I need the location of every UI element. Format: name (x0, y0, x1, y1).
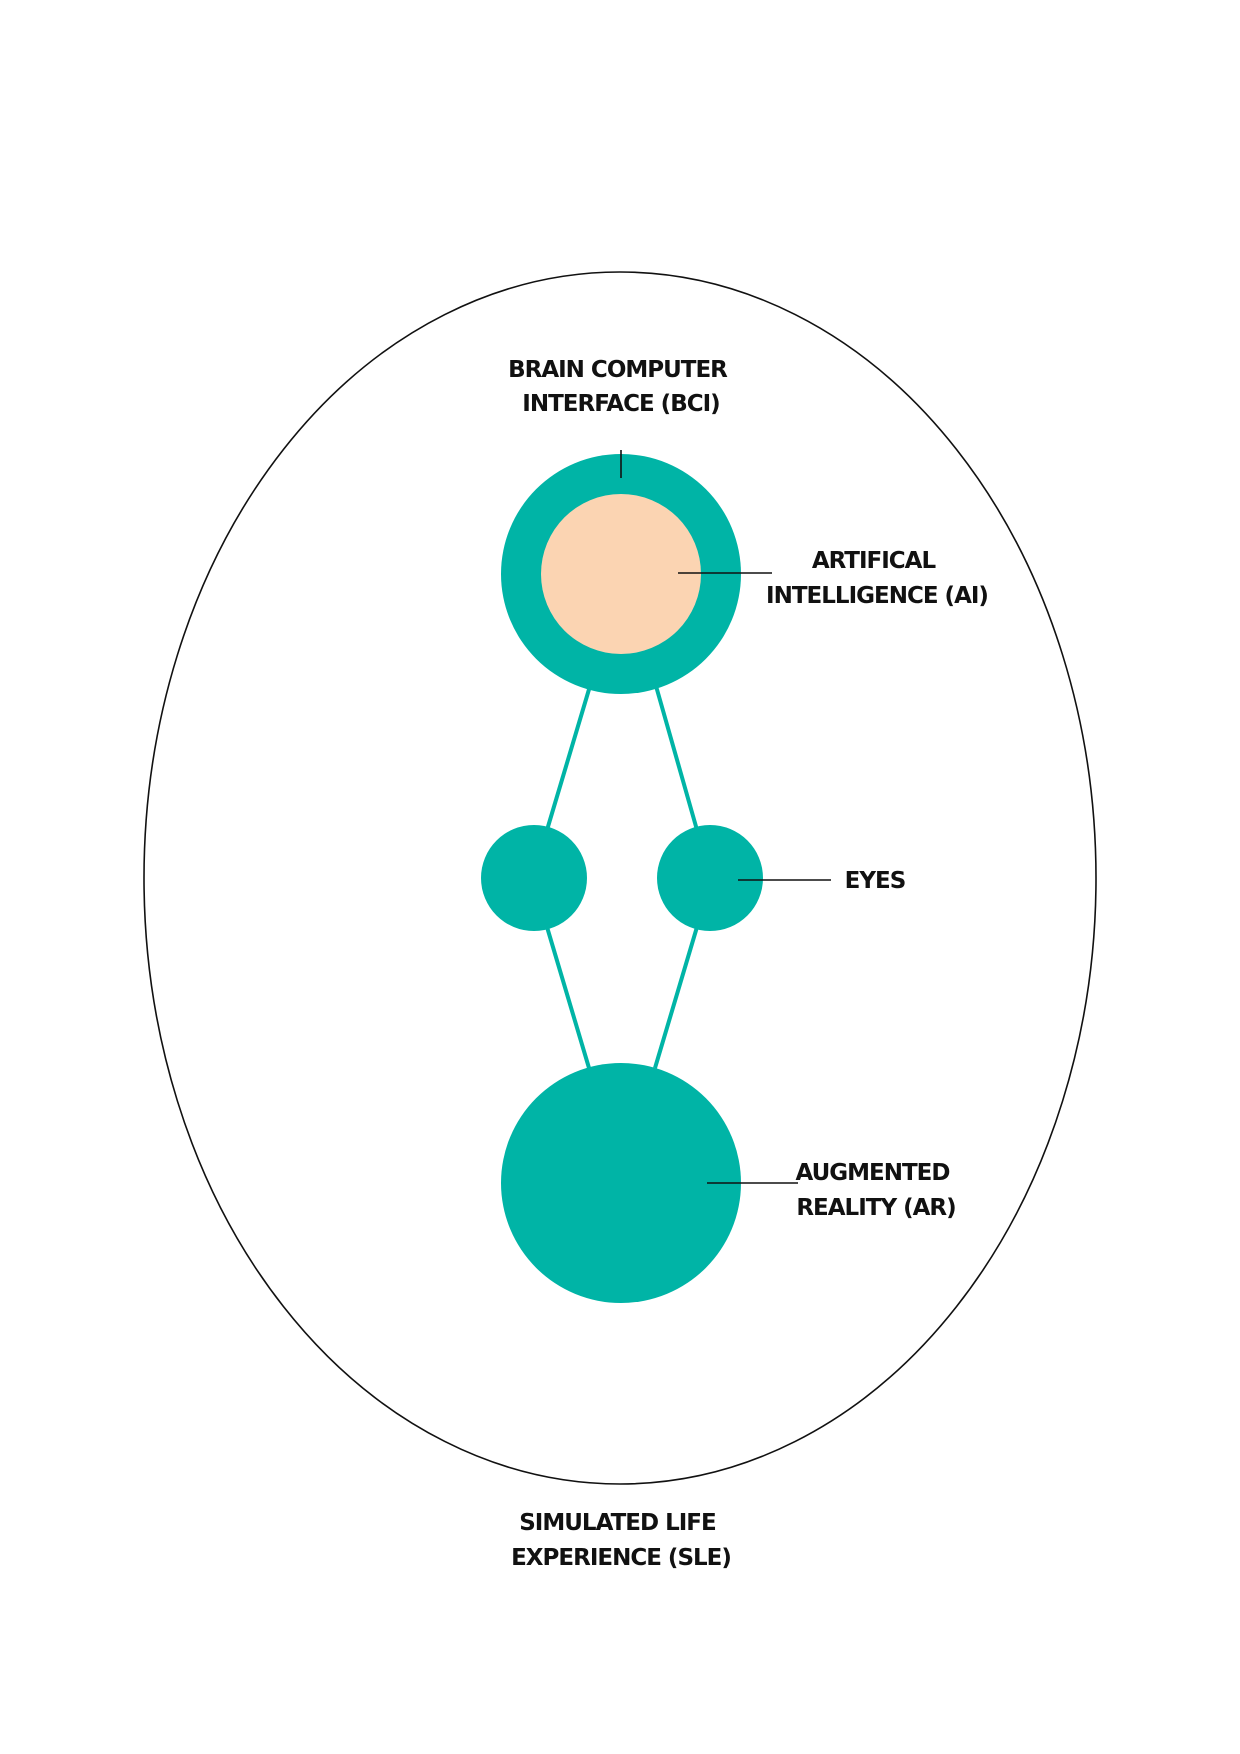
ai-label-line2: INTELLIGENCE (AI) (766, 583, 988, 609)
ai-label: ARTIFICAL INTELLIGENCE (AI) (766, 548, 988, 609)
connector-bci-right-eye (654, 685, 699, 831)
eyes-label: EYES (845, 868, 906, 894)
bci-label-line1: BRAIN COMPUTER (508, 357, 728, 383)
bci-label-line2: INTERFACE (BCI) (522, 391, 719, 417)
sle-label-line2: EXPERIENCE (SLE) (511, 1545, 731, 1571)
connector-left-eye-ar (545, 926, 591, 1069)
connector-right-eye-ar (653, 926, 699, 1069)
sle-outline (143, 271, 1097, 1485)
ar-circle (501, 1063, 741, 1303)
connector-bci-left-eye (545, 685, 592, 831)
eye-left (481, 825, 587, 931)
sle-label-line1: SIMULATED LIFE (519, 1510, 716, 1536)
ar-label-line1: AUGMENTED (795, 1160, 949, 1186)
eye-right (657, 825, 763, 931)
eyes-label-line1: EYES (845, 868, 906, 894)
ar-label-line2: REALITY (AR) (796, 1195, 955, 1221)
ai-label-line1: ARTIFICAL (812, 548, 937, 574)
ai-core (541, 494, 701, 654)
leader-lines (620, 450, 831, 1184)
connector-lines (545, 685, 699, 1069)
bci-label: BRAIN COMPUTER INTERFACE (BCI) (508, 357, 734, 417)
sle-label: SIMULATED LIFE EXPERIENCE (SLE) (511, 1510, 731, 1571)
ar-label: AUGMENTED REALITY (AR) (795, 1160, 956, 1221)
